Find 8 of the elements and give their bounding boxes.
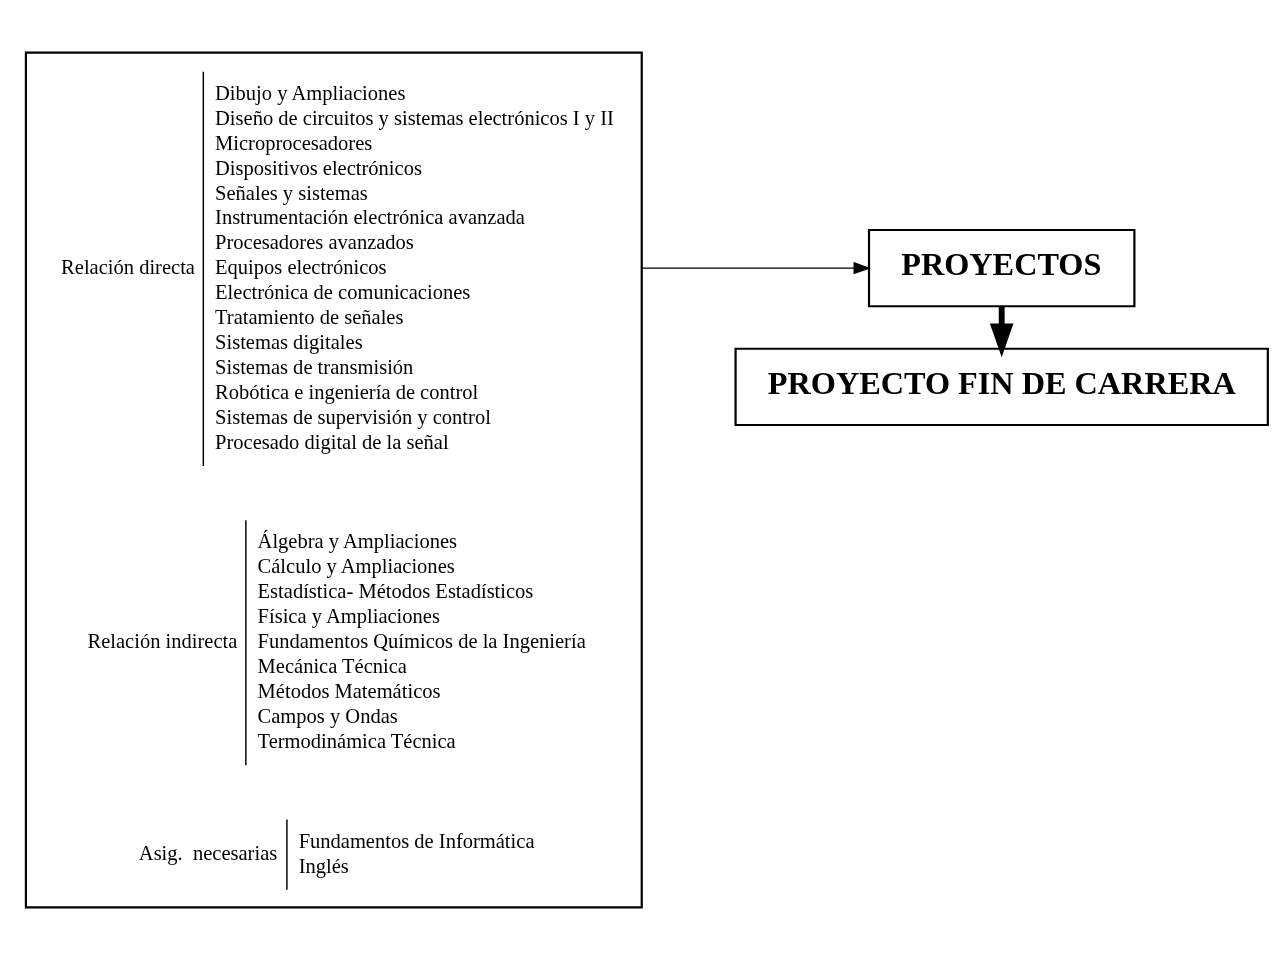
node-text: Relación indirecta Álgebra y Ampliaciones Cálculo y Ampliaciones Estadística- Métodos Estadísticos Física y Ampliaciones Fundamentos Químicos de la Ingeniería Mecánica Técnica Métodos Matemáticos Campos y Ondas Termodinámica Técnica xyxy=(87,530,586,752)
node-text: Relación directa Dibujo y Ampliaciones Diseño de circuitos y sistemas electrónicos I y II Microprocesadores Dispositivos electrónicos Señales y sistemas Instrumentación electrónica avanzada Procesadores avanzados Equipos electrónicos Electrónica de comunicaciones Tratamiento de señales Sistemas digitales Sistemas de transmisión Robótica e ingeniería de control Sistemas de supervisión y control Procesado digital de la señal xyxy=(61,81,614,453)
node-box: PROYECTOS xyxy=(867,228,1136,308)
arrow xyxy=(989,306,1014,358)
node-box: PROYECTO FIN DE CARRERA xyxy=(734,347,1269,427)
arrow xyxy=(641,261,872,275)
cluster xyxy=(24,51,643,909)
node-text: Asig. necesarias Fundamentos de Informática Inglés xyxy=(138,829,535,877)
